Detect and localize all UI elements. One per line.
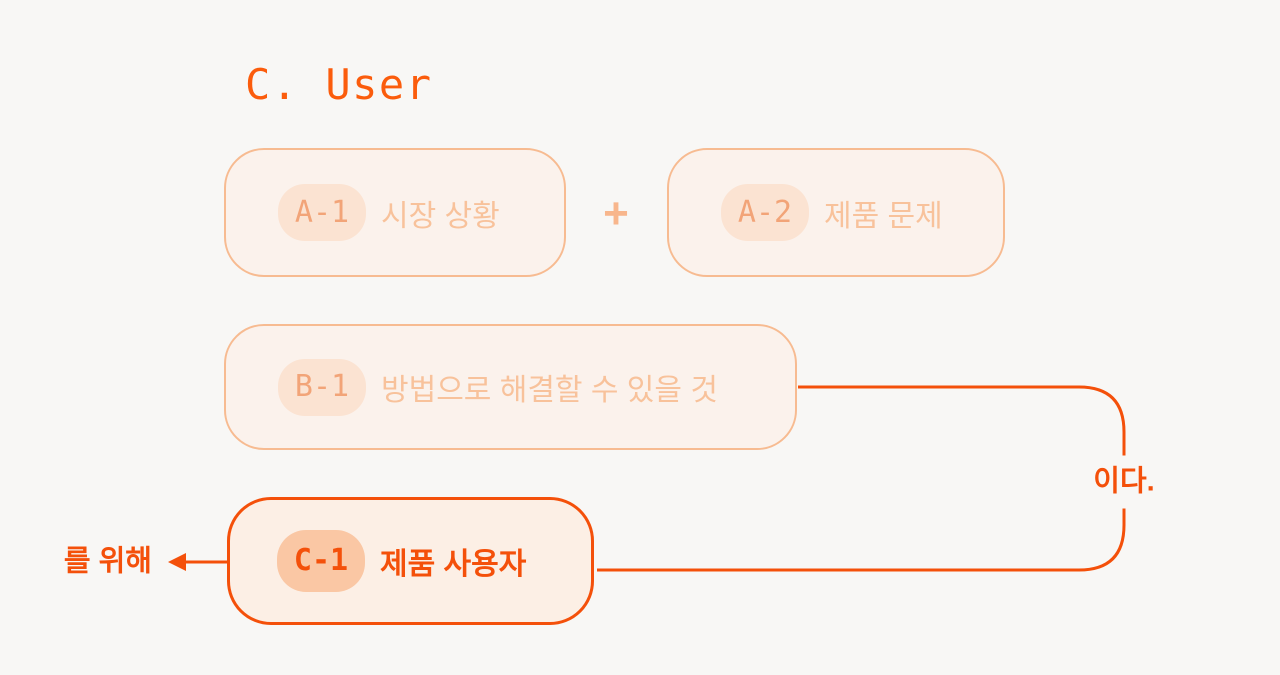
label-c1: 제품 사용자 (380, 548, 527, 581)
label-a2: 제품 문제 (824, 199, 943, 233)
annotation-ida: 이다. (1090, 455, 1158, 509)
badge-a2: A-2 (721, 184, 809, 241)
page-title: C. User (245, 60, 433, 109)
annotation-reul-wihae: 를 위해 (63, 545, 152, 578)
badge-a1: A-1 (278, 184, 366, 241)
arrowhead-left-icon (168, 553, 186, 571)
label-b1: 방법으로 해결할 수 있을 것 (381, 374, 718, 407)
badge-b1: B-1 (278, 358, 366, 416)
shape-a2[interactable]: A-2 제품 문제 (667, 148, 1005, 277)
shape-b1[interactable]: B-1 방법으로 해결할 수 있을 것 (224, 324, 797, 450)
shape-a1[interactable]: A-1 시장 상황 (224, 148, 566, 277)
badge-c1: C-1 (277, 530, 365, 592)
plus-icon: + (603, 189, 629, 238)
label-a1: 시장 상황 (381, 199, 500, 233)
shape-c1[interactable]: C-1 제품 사용자 (227, 497, 594, 625)
